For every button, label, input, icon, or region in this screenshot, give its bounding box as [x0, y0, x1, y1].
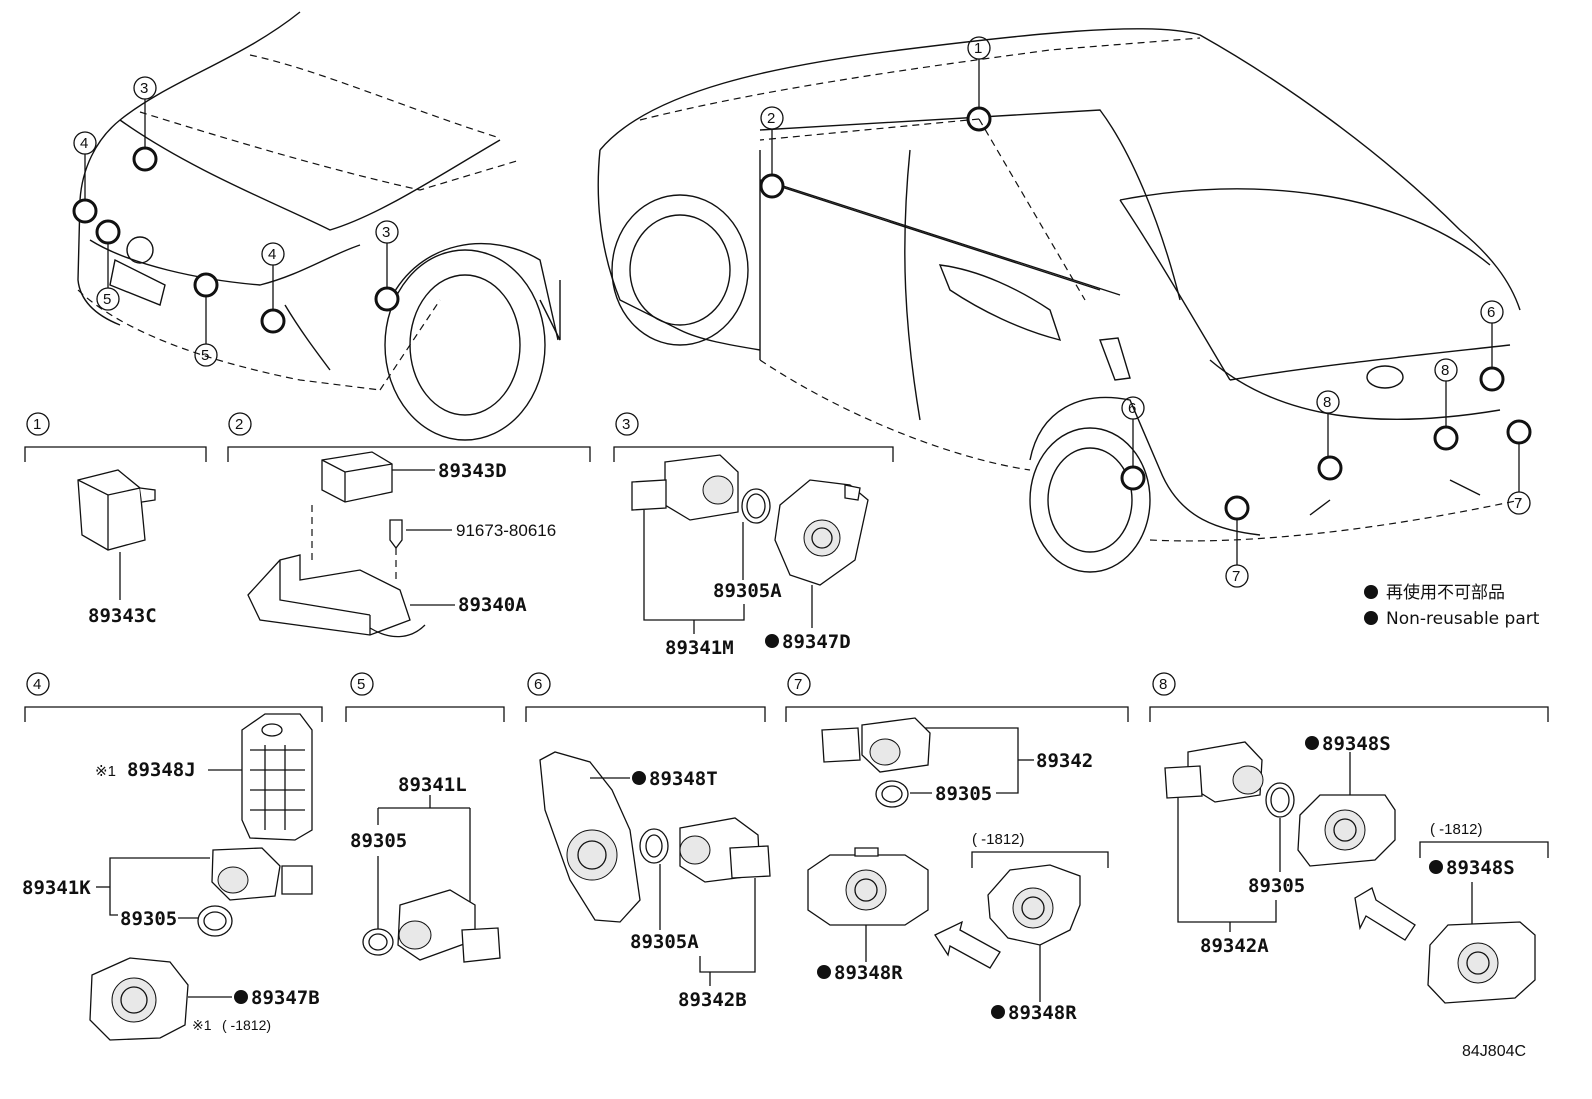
section-1: 1 89343C [24, 412, 207, 627]
svg-text:1: 1 [974, 40, 982, 57]
part-89341M: 89341M [665, 637, 734, 659]
part-89348R-b: 89348R [1008, 1002, 1077, 1024]
part-89305A: 89305A [713, 580, 782, 602]
part-89348S-a: 89348S [1322, 733, 1391, 755]
range-8: ( -1812) [1430, 821, 1483, 838]
svg-text:4: 4 [80, 135, 88, 152]
part-89347D: 89347D [782, 631, 851, 653]
note-mark-1: ※1 [95, 763, 116, 780]
part-89305-s8: 89305 [1248, 875, 1305, 897]
rear-car-callouts: 1 2 6 7 8 8 6 7 [759, 36, 1532, 588]
legend-jp: 再使用不可部品 [1386, 582, 1505, 603]
part-89348R-a: 89348R [834, 962, 903, 984]
svg-text:6: 6 [1128, 400, 1136, 417]
section-1-number: 1 [33, 416, 41, 433]
section-6: 6 89348T 89305A 89342B [525, 672, 771, 1011]
section-2: 2 89343D 91673-80616 89340A [227, 412, 591, 638]
front-car-callouts: 3 4 5 5 4 3 [72, 76, 400, 367]
part-89340A: 89340A [458, 594, 527, 616]
part-91673-80616: 91673-80616 [456, 521, 556, 540]
part-89342A: 89342A [1200, 935, 1269, 957]
legend-en: Non-reusable part [1386, 609, 1540, 629]
section-2-number: 2 [235, 416, 243, 433]
part-89348S-b: 89348S [1446, 857, 1515, 879]
part-89305: 89305 [120, 908, 177, 930]
part-89305-s7: 89305 [935, 783, 992, 805]
svg-text:※1: ※1 [192, 1017, 212, 1033]
svg-text:7: 7 [1514, 495, 1522, 512]
section-3-number: 3 [622, 416, 630, 433]
svg-text:5: 5 [201, 347, 209, 364]
range-7: ( -1812) [972, 831, 1025, 848]
svg-text:6: 6 [1487, 304, 1495, 321]
part-89305-s5: 89305 [350, 830, 407, 852]
part-89348J: 89348J [127, 759, 196, 781]
callout-4-b [261, 242, 285, 266]
svg-text:2: 2 [767, 110, 775, 127]
section-5-number: 5 [357, 676, 365, 693]
callout-5-a [96, 287, 120, 311]
note-range-4: ( -1812) [222, 1017, 271, 1033]
svg-text:7: 7 [1232, 568, 1240, 585]
section-7: 7 89342 89305 89348R ( -1812) 89348R [785, 672, 1129, 1024]
svg-text:4: 4 [268, 246, 276, 263]
section-8-number: 8 [1159, 676, 1167, 693]
part-89348T: 89348T [649, 768, 718, 790]
section-3: 3 89305A 89341M 89347D [613, 412, 894, 659]
diagram-code: 84J804C [1462, 1043, 1526, 1060]
callout-3-a [133, 76, 157, 100]
svg-text:8: 8 [1441, 362, 1449, 379]
svg-text:8: 8 [1323, 394, 1331, 411]
callout-4-a [73, 131, 97, 155]
section-8: 8 89348S 89305 89342A ( -1812) 89348S [1149, 672, 1549, 1004]
callout-7-b [1507, 491, 1531, 515]
svg-text:5: 5 [103, 291, 111, 308]
section-7-number: 7 [794, 676, 802, 693]
part-89347B: 89347B [251, 987, 320, 1009]
callout-3-b [375, 220, 399, 244]
legend: 再使用不可部品 Non-reusable part [1364, 582, 1540, 629]
svg-text:3: 3 [382, 224, 390, 241]
part-89341K: 89341K [22, 877, 91, 899]
callout-7-a [1225, 564, 1249, 588]
svg-text:3: 3 [140, 80, 148, 97]
section-4-number: 4 [33, 676, 41, 693]
part-89342: 89342 [1036, 750, 1093, 772]
section-6-number: 6 [534, 676, 542, 693]
part-89305A-s6: 89305A [630, 931, 699, 953]
part-89343D: 89343D [438, 460, 507, 482]
rear-car-illustration [597, 28, 1521, 573]
callout-5-b [194, 343, 218, 367]
part-89341L: 89341L [398, 774, 467, 796]
section-5: 5 89341L 89305 [345, 672, 505, 963]
part-89342B: 89342B [678, 989, 747, 1011]
front-car-illustration [77, 11, 561, 441]
part-89343C: 89343C [88, 605, 157, 627]
section-4: 4 ※1 89348J 89341K 89305 89347B ※1 ( -18… [22, 672, 323, 1041]
